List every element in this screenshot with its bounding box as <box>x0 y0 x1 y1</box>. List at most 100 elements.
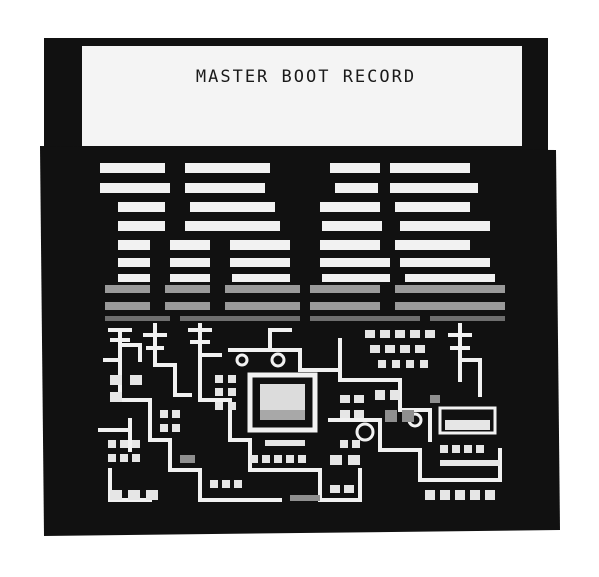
logo-stripe <box>390 163 470 173</box>
component-block <box>400 345 410 353</box>
component-block-gray <box>430 395 440 403</box>
component-block <box>340 395 350 403</box>
logo-stripe <box>320 202 380 212</box>
component-block <box>354 395 364 403</box>
component-block <box>348 455 360 465</box>
disk-label-text: MASTER BOOT RECORD <box>196 67 416 87</box>
component-block <box>222 480 230 488</box>
component-block <box>354 410 364 418</box>
logo-stripe <box>118 240 150 250</box>
component-block <box>120 440 128 448</box>
component-block <box>470 490 480 500</box>
component-block <box>234 480 242 488</box>
logo-stripe <box>395 240 470 250</box>
component-block <box>330 485 340 493</box>
logo-stripe <box>170 240 210 250</box>
gray-stripe <box>310 285 380 293</box>
component-block <box>440 445 448 453</box>
component-block <box>228 375 236 383</box>
logo-stripe <box>330 163 380 173</box>
component-block-gray <box>402 410 414 422</box>
logo-stripe <box>170 274 210 282</box>
gray-stripe <box>225 285 300 293</box>
component-block <box>262 455 270 463</box>
logo-stripe <box>335 183 378 193</box>
logo-stripe <box>230 240 290 250</box>
component-block <box>410 330 420 338</box>
component-block <box>172 424 180 432</box>
component-block <box>128 490 140 500</box>
component-block <box>380 330 390 338</box>
component-block <box>415 345 425 353</box>
component-block <box>265 440 305 446</box>
logo-stripe <box>118 274 150 282</box>
component-block <box>464 445 472 453</box>
logo-stripe <box>185 221 280 231</box>
component-block <box>130 375 142 385</box>
component-block <box>352 440 360 448</box>
component-block <box>172 410 180 418</box>
component-block <box>215 375 223 383</box>
logo-stripe <box>100 163 165 173</box>
gray-stripe <box>165 285 210 293</box>
logo-stripe <box>320 240 380 250</box>
gray-stripe <box>105 285 150 293</box>
gray-stripes <box>105 285 505 321</box>
component-block <box>365 330 375 338</box>
component-block <box>132 440 140 448</box>
component-block <box>110 375 122 385</box>
component-block <box>286 455 294 463</box>
logo-stripe <box>190 202 275 212</box>
component-block <box>110 392 122 402</box>
logo-stripe <box>400 258 490 267</box>
component-block <box>250 455 258 463</box>
component-block <box>228 388 236 396</box>
gray-stripe <box>310 316 420 321</box>
logo-stripe <box>100 183 170 193</box>
component-block <box>146 490 158 500</box>
component-block <box>395 330 405 338</box>
component-block <box>120 454 128 462</box>
component-block-gray <box>385 410 397 422</box>
gray-stripe <box>310 302 380 310</box>
component-block <box>298 455 306 463</box>
logo-stripe <box>405 274 495 282</box>
component-block <box>274 455 282 463</box>
gray-stripe <box>225 302 300 310</box>
logo-stripe <box>400 221 490 231</box>
component-block <box>390 390 400 400</box>
gray-stripe <box>105 316 170 321</box>
logo-stripe <box>185 183 265 193</box>
logo-stripe <box>118 202 165 212</box>
logo-stripe <box>320 258 390 267</box>
component-block <box>420 360 428 368</box>
component-block <box>340 440 348 448</box>
component-block <box>160 410 168 418</box>
chip-core-shade <box>260 410 305 420</box>
component-block-gray <box>180 455 195 463</box>
component-block <box>378 360 386 368</box>
logo-stripe <box>230 258 290 267</box>
logo-stripe <box>322 221 382 231</box>
component-block <box>108 440 116 448</box>
component-block <box>406 360 414 368</box>
component-block <box>440 490 450 500</box>
component-block <box>108 454 116 462</box>
gray-stripe <box>105 302 150 310</box>
component-blocks <box>108 330 500 501</box>
component-block <box>215 388 223 396</box>
logo-stripe <box>390 183 478 193</box>
component-block <box>132 454 140 462</box>
component-block <box>445 420 490 430</box>
component-block <box>344 485 354 493</box>
component-block <box>385 345 395 353</box>
component-block <box>452 445 460 453</box>
component-block <box>375 390 385 400</box>
component-block <box>485 490 495 500</box>
logo-stripe <box>118 258 150 267</box>
component-block <box>110 490 122 500</box>
gray-stripe <box>395 302 505 310</box>
circuit-board-graphic <box>98 323 502 502</box>
logo-stripe <box>322 274 390 282</box>
